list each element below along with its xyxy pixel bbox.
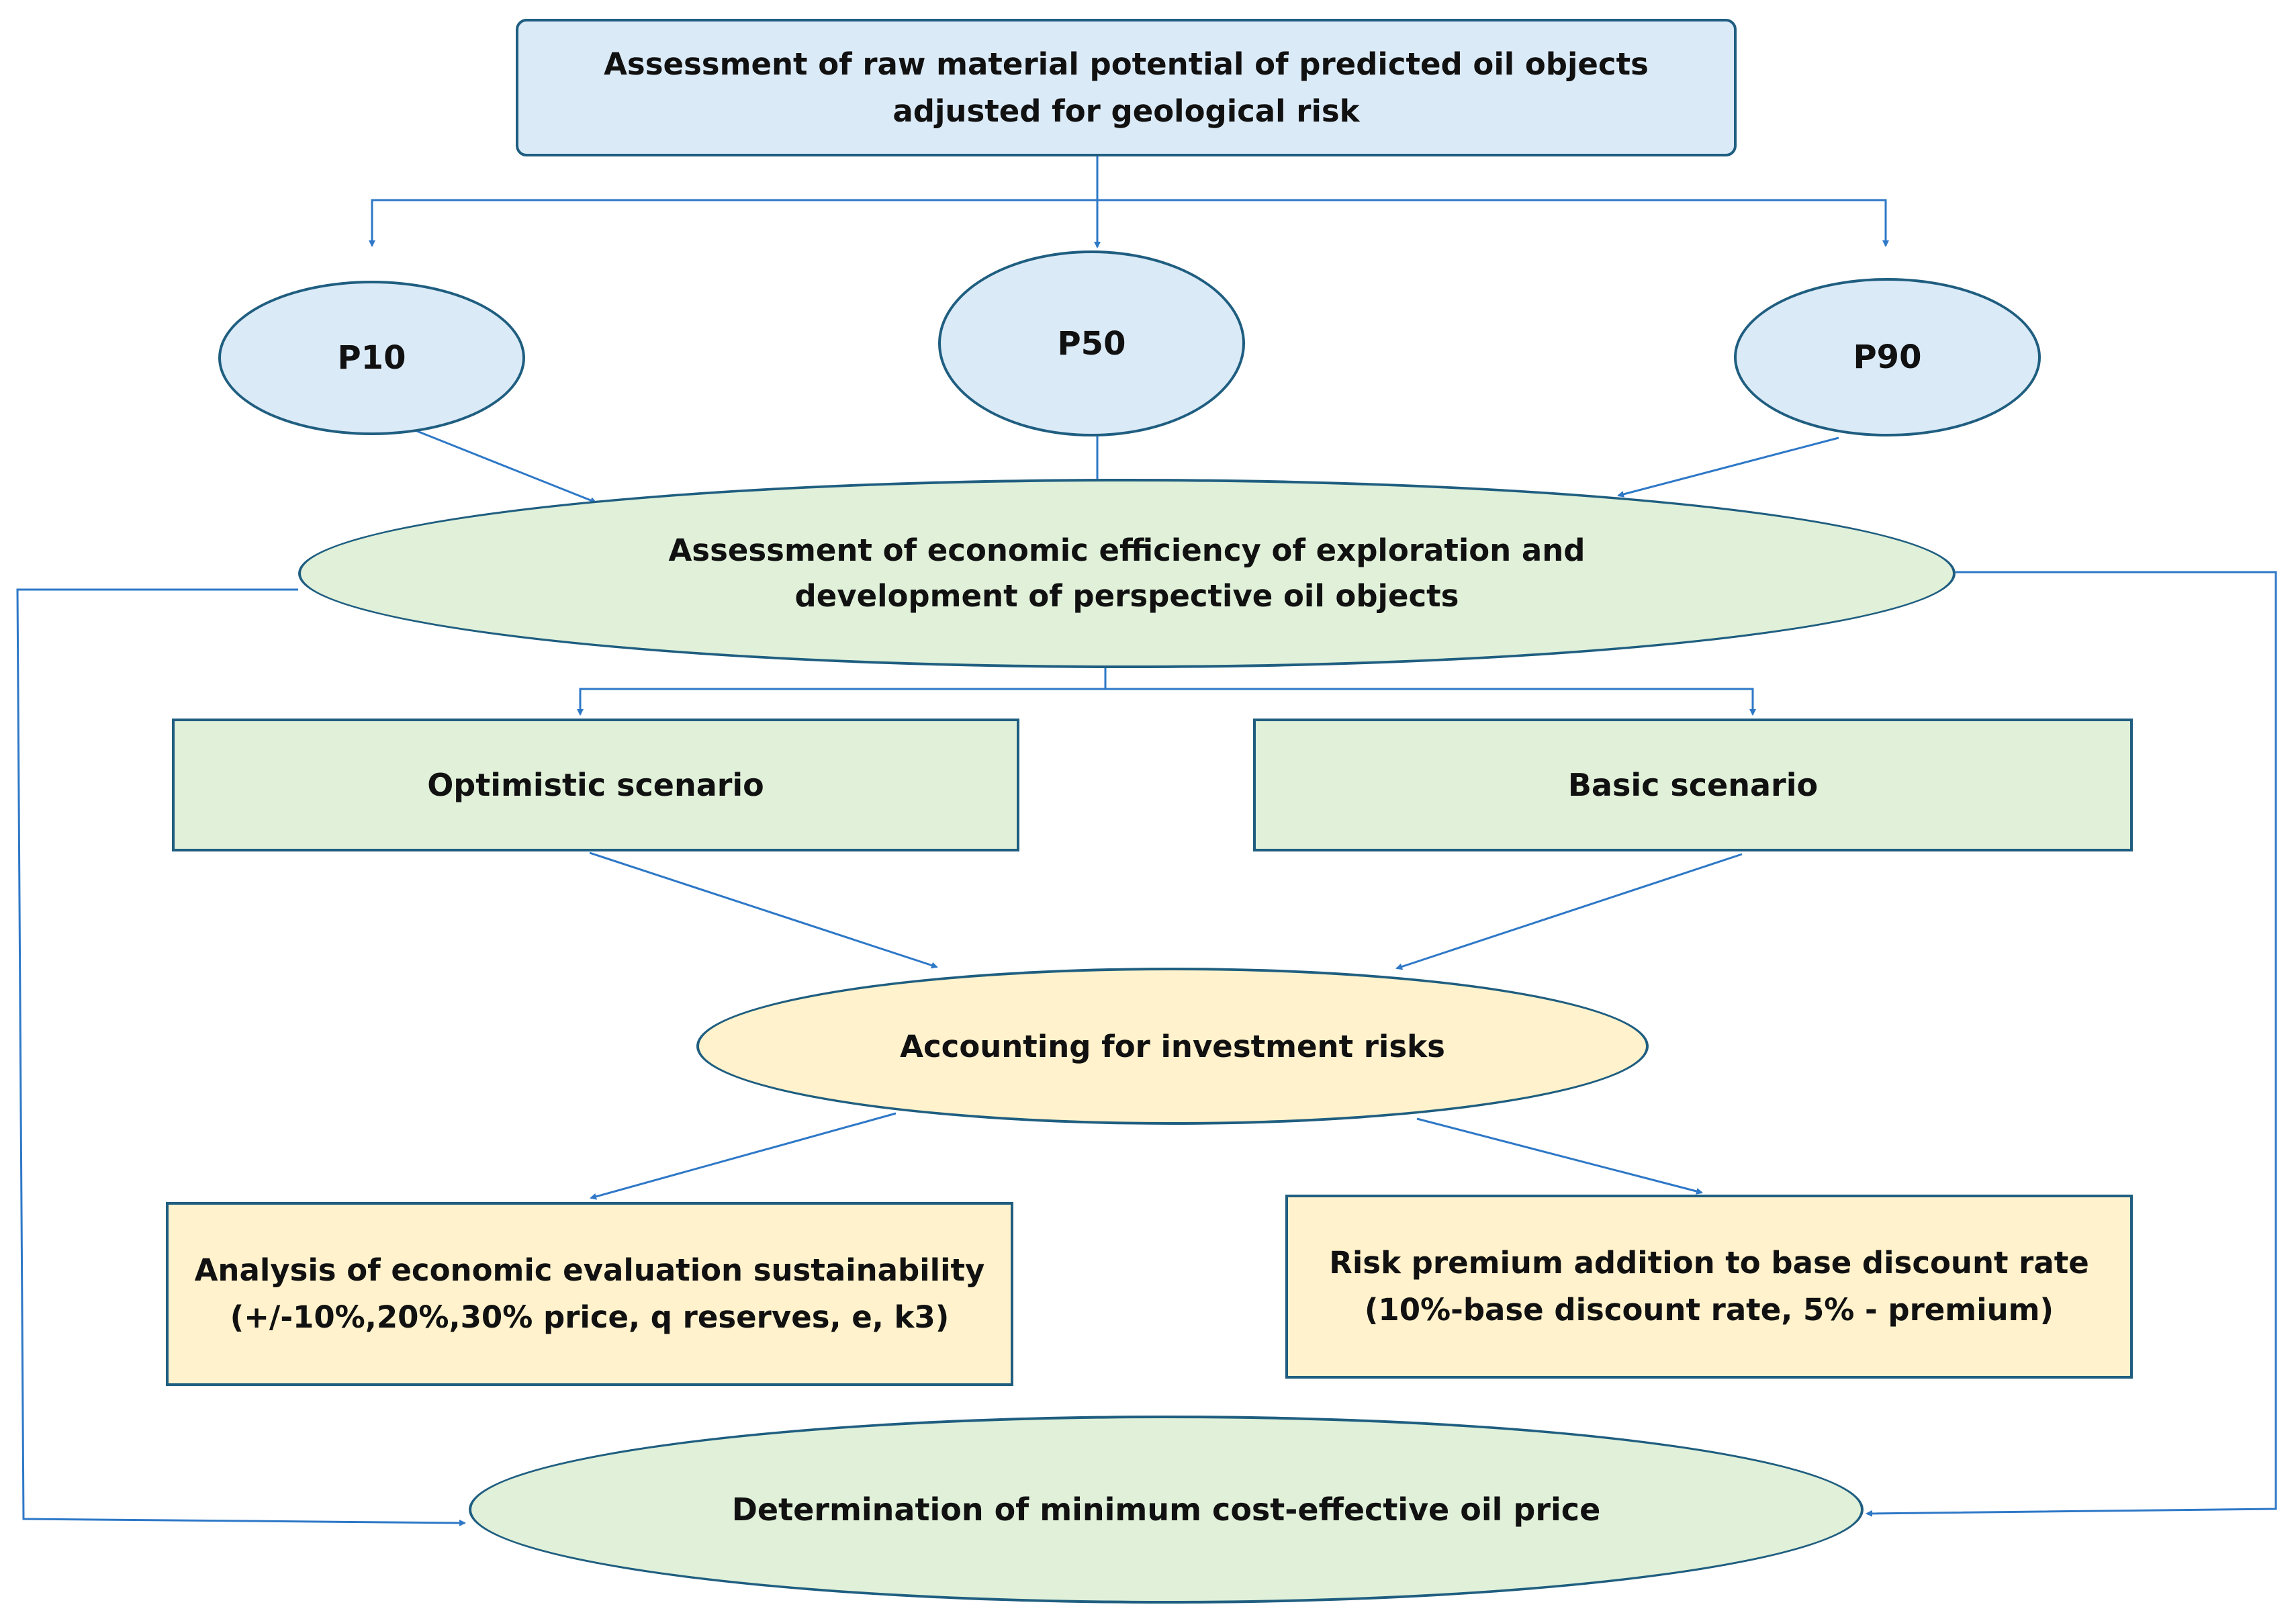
connector-p90-to-econ [1617,436,1839,498]
basic-scenario-box: Basic scenario [1253,719,2133,851]
raw-material-assessment-box: Assessment of raw material potential of … [516,19,1737,156]
connector-econ-to-basic [1105,688,1756,716]
economic-efficiency-ellipse: Assessment of economic efficiency of exp… [298,479,1956,668]
basic-scenario-label: Basic scenario [1567,767,1819,803]
connector-p10-to-econ [410,427,597,504]
p10-label: P10 [337,339,406,377]
risk-premium-line1: Risk premium addition to base discount r… [1329,1245,2089,1281]
connector-risks-to-analysis [590,1112,897,1200]
raw-material-assessment-line1: Assessment of raw material potential of … [604,46,1649,82]
p50-label: P50 [1057,324,1126,363]
sustainability-analysis-box: Analysis of economic evaluation sustaina… [166,1202,1013,1386]
investment-risks-label: Accounting for investment risks [900,1028,1445,1064]
connector-top-to-p10 [369,156,1099,247]
p10-ellipse: P10 [218,281,525,435]
raw-material-assessment-line2: adjusted for geological risk [892,93,1360,129]
investment-risks-ellipse: Accounting for investment risks [696,968,1649,1125]
optimistic-scenario-box: Optimistic scenario [172,719,1019,851]
connector-econ-to-optimistic [577,668,1107,716]
connector-optimistic-to-risks [589,851,938,969]
minimum-oil-price-label: Determination of minimum cost-effective … [731,1491,1601,1528]
sustainability-analysis-line1: Analysis of economic evaluation sustaina… [194,1252,985,1288]
p90-ellipse: P90 [1734,278,2041,436]
p50-ellipse: P50 [938,250,1245,436]
minimum-oil-price-ellipse: Determination of minimum cost-effective … [469,1416,1864,1604]
connector-risks-to-premium [1416,1117,1703,1195]
connector-basic-to-risks [1395,853,1743,970]
sustainability-analysis-line2: (+/-10%,20%,30% price, q reserves, e, k3… [230,1299,950,1335]
economic-efficiency-line1: Assessment of economic efficiency of exp… [668,533,1586,568]
connector-top-to-p90 [1097,199,1889,247]
economic-efficiency-line2: development of perspective oil objects [794,578,1459,614]
p90-label: P90 [1853,338,1922,376]
optimistic-scenario-label: Optimistic scenario [427,767,764,803]
risk-premium-box: Risk premium addition to base discount r… [1285,1195,2133,1379]
risk-premium-line2: (10%-base discount rate, 5% - premium) [1364,1292,2054,1328]
connector-econ-right-to-final [1866,571,2277,1517]
connector-econ-left-to-final [16,588,466,1526]
